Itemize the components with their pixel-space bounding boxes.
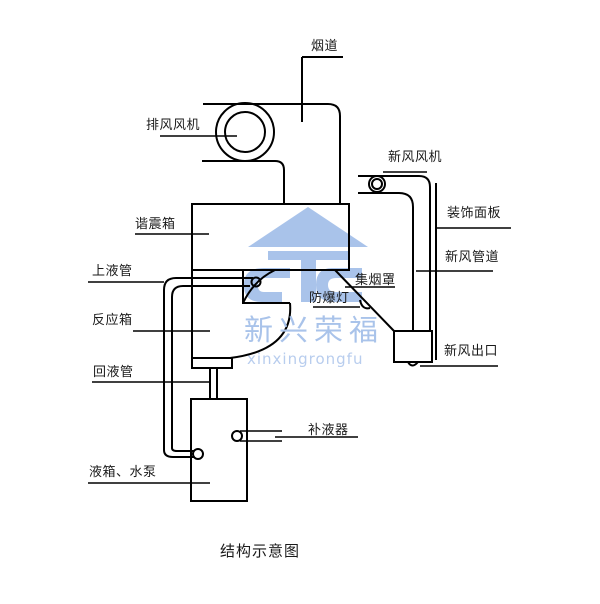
muffler-box xyxy=(191,203,350,271)
reaction-box-curve-outer xyxy=(229,302,292,359)
diagram-caption: 结构示意图 xyxy=(220,542,301,560)
exhaust-fan-outer xyxy=(215,102,275,162)
label-reaction-box: 反应箱 xyxy=(92,313,133,328)
watermark-logo-icon xyxy=(244,207,368,302)
return-pipe xyxy=(209,367,218,400)
watermark-brand-cn: 新兴荣福 xyxy=(244,313,385,347)
exhaust-fan-inner xyxy=(224,111,266,153)
watermark-brand-en: xinxingrongfu xyxy=(247,350,364,368)
fresh-air-fan-inner xyxy=(371,178,383,190)
supply-pipe-inner xyxy=(171,285,250,448)
label-fresh-air-outlet: 新风出口 xyxy=(444,344,499,359)
lamp-shape xyxy=(359,299,371,310)
label-explosion-proof-lamp: 防爆灯 xyxy=(309,291,350,306)
label-muffler-box: 谐震箱 xyxy=(135,217,176,232)
flue-duct-lower xyxy=(202,160,285,203)
supply-pipe-nozzle xyxy=(250,276,262,288)
fume-hood-edge xyxy=(334,269,395,332)
reaction-box-curve-top xyxy=(242,269,276,304)
refill-port xyxy=(231,430,243,442)
label-tank-pump: 液箱、水泵 xyxy=(89,465,157,480)
flue-duct xyxy=(203,103,341,203)
fresh-air-duct-inner xyxy=(358,192,414,331)
label-supply-pipe: 上液管 xyxy=(92,264,133,279)
reaction-box-base xyxy=(191,357,233,369)
label-return-pipe: 回液管 xyxy=(93,365,134,380)
label-decorative-panel: 装饰面板 xyxy=(447,206,502,221)
label-flue: 烟道 xyxy=(311,39,339,54)
tank-inlet-inner xyxy=(171,447,194,452)
supply-pipe-outer xyxy=(163,277,253,450)
fresh-air-outlet xyxy=(393,330,433,363)
outlet-nozzle xyxy=(407,361,419,367)
label-fume-hood: 集烟罩 xyxy=(355,273,396,288)
label-refill-device: 补液器 xyxy=(308,423,349,438)
label-exhaust-fan: 排风风机 xyxy=(146,118,201,133)
label-fresh-air-duct: 新风管道 xyxy=(445,250,500,265)
label-fresh-air-fan: 新风风机 xyxy=(388,150,443,165)
tank-pump-port xyxy=(192,448,204,460)
fresh-air-duct-outer xyxy=(358,175,431,331)
tank-inlet-outer xyxy=(163,449,194,458)
